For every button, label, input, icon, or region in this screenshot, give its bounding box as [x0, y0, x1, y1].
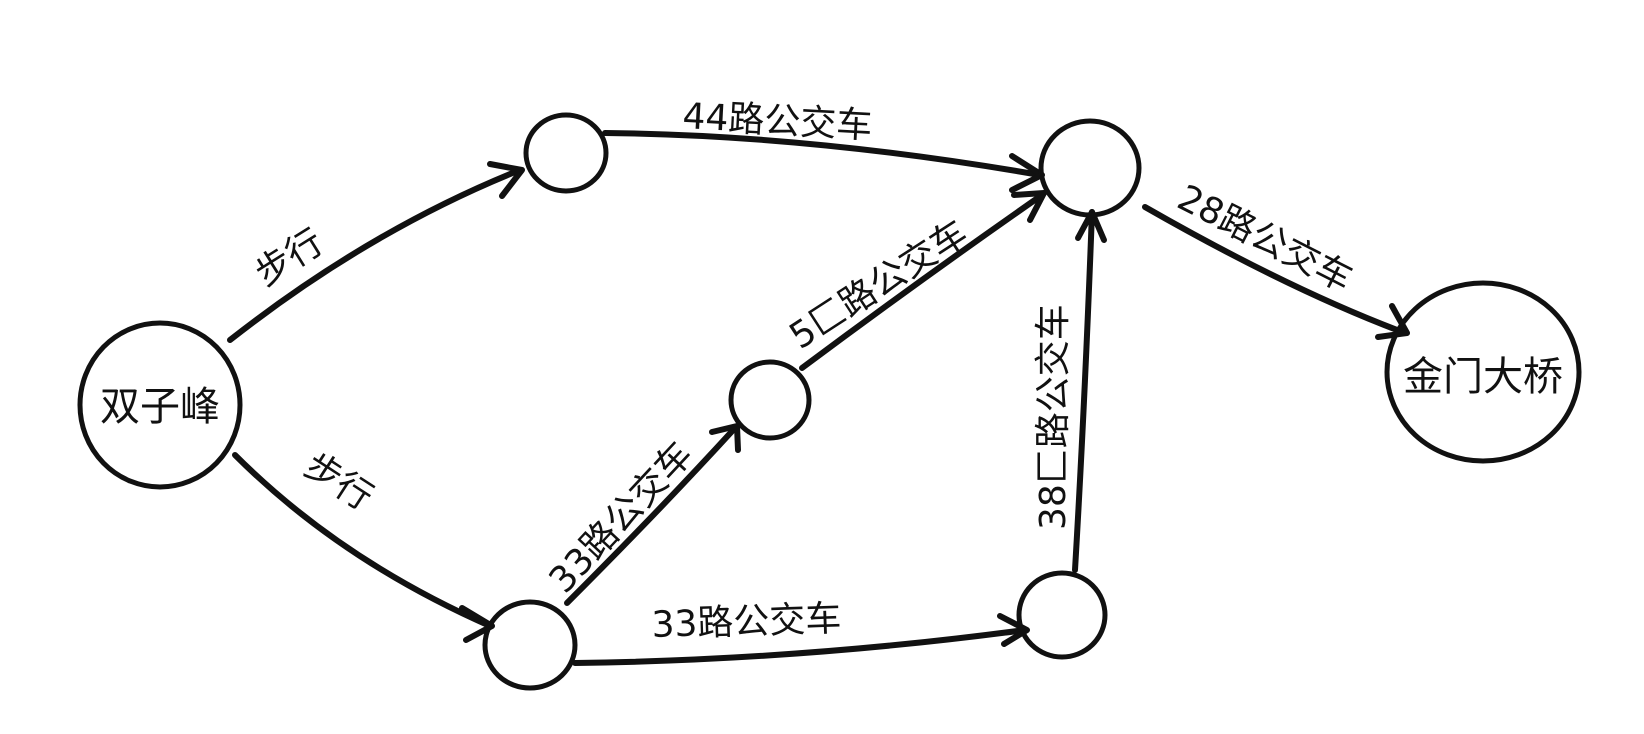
edge-c-to-b-arrowhead	[709, 423, 741, 453]
edge-label-walk-top: 步行	[248, 222, 331, 295]
edge-a-to-e	[602, 130, 1043, 178]
node-end-label: 金门大桥	[1403, 354, 1563, 400]
edge-c-to-b	[564, 425, 738, 606]
edge-label-walk-bottom: 步行	[297, 445, 380, 519]
edge-e-to-end	[1142, 204, 1408, 336]
edge-d-to-e-arrowhead	[1075, 209, 1107, 243]
node-start	[77, 320, 243, 490]
edge-b-to-e-arrowhead	[1011, 190, 1047, 223]
edge-start-to-a-arrowhead	[487, 161, 525, 199]
edge-label-bus38: 38匚路公交车	[1033, 304, 1074, 530]
edge-d-to-e	[1072, 209, 1095, 573]
node-c	[482, 599, 578, 691]
edge-b-to-e	[799, 192, 1045, 371]
node-d	[1016, 570, 1108, 660]
node-b	[728, 359, 812, 441]
edge-label-bus33-bottom: 33路公交车	[651, 598, 842, 646]
edge-c-to-d	[572, 627, 1028, 666]
edge-c-to-d-arrowhead	[997, 613, 1030, 647]
node-start-label: 双子峰	[100, 384, 220, 430]
edge-start-to-a	[227, 167, 523, 343]
edge-e-to-end-arrowhead	[1375, 303, 1410, 340]
edge-start-to-c	[232, 452, 493, 629]
node-e	[1038, 118, 1142, 218]
edge-label-bus44: 44路公交车	[682, 96, 874, 147]
node-a	[523, 112, 609, 194]
node-end	[1384, 280, 1582, 464]
edge-label-bus5: 5匚路公交车	[783, 213, 976, 358]
edge-label-bus33-diag: 33路公交车	[542, 434, 701, 601]
